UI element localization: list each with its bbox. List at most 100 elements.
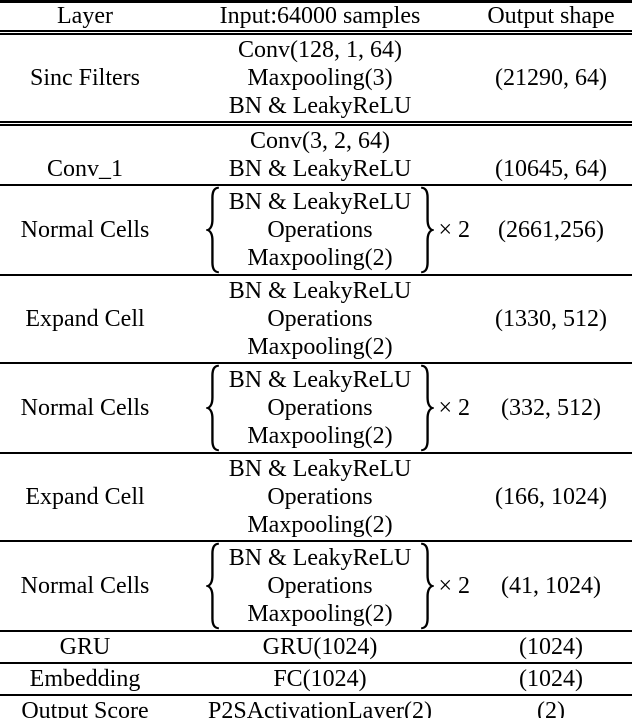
layer-cell: Conv_1: [0, 121, 170, 185]
output-value: (2661,256): [498, 217, 604, 243]
output-cell: (21290, 64): [470, 30, 632, 124]
layer-cell: Normal Cells: [0, 184, 170, 275]
op-line: BN & LeakyReLU: [228, 156, 412, 182]
output-value: (166, 1024): [495, 484, 607, 510]
layer-cell: Sinc Filters: [0, 30, 170, 124]
table-header: Layer Input:64000 samples Output shape: [0, 2, 632, 33]
layer-cell: Expand Cell: [0, 452, 170, 541]
output-cell: (332, 512): [470, 362, 632, 453]
repeat-label: × 2: [438, 395, 470, 421]
op-line: BN & LeakyReLU: [228, 545, 412, 571]
ops-lines: Conv(3, 2, 64)BN & LeakyReLU: [223, 126, 418, 184]
output-value: (21290, 64): [495, 65, 607, 91]
ops-cell: GRU(1024): [170, 630, 470, 663]
op-line: Operations: [267, 484, 373, 510]
output-cell: (2): [470, 694, 632, 718]
header-output-shape: Output shape: [487, 3, 615, 29]
output-value: (1330, 512): [495, 306, 607, 332]
op-line: Operations: [267, 217, 373, 243]
layer-label: Sinc Filters: [29, 65, 140, 91]
op-line: BN & LeakyReLU: [228, 93, 412, 119]
repeat-label: × 2: [438, 573, 470, 599]
ops-group: P2SActivationLayer(2): [170, 696, 470, 718]
output-value: (332, 512): [501, 395, 601, 421]
op-line: Conv(3, 2, 64): [250, 128, 390, 154]
output-value: (1024): [519, 666, 583, 692]
ops-lines: FC(1024): [267, 664, 372, 694]
ops-lines: P2SActivationLayer(2): [202, 696, 438, 718]
op-line: BN & LeakyReLU: [228, 189, 412, 215]
op-line: BN & LeakyReLU: [228, 367, 412, 393]
op-line: Maxpooling(2): [247, 423, 393, 449]
ops-cell: Conv(128, 1, 64)Maxpooling(3)BN & LeakyR…: [170, 30, 470, 124]
op-line: BN & LeakyReLU: [228, 278, 412, 304]
op-line: Maxpooling(3): [247, 65, 393, 91]
layer-cell: Normal Cells: [0, 362, 170, 453]
op-line: Maxpooling(2): [247, 245, 393, 271]
layer-label: Normal Cells: [20, 395, 150, 421]
op-line: Operations: [267, 395, 373, 421]
output-cell: (41, 1024): [470, 540, 632, 631]
layer-label: Conv_1: [46, 156, 123, 182]
header-input: Input:64000 samples: [219, 3, 421, 29]
ops-group: FC(1024): [170, 664, 470, 694]
layer-cell: Output Score: [0, 694, 170, 718]
table-row: Sinc Filters Conv(128, 1, 64)Maxpooling(…: [0, 30, 632, 124]
right-brace-icon: [421, 364, 434, 452]
output-cell: (1024): [470, 630, 632, 663]
op-line: FC(1024): [273, 666, 367, 692]
layer-label: GRU: [59, 634, 111, 660]
output-value: (1024): [519, 634, 583, 660]
table-row: Embedding FC(1024) (1024): [0, 662, 632, 695]
ops-group: Conv(3, 2, 64)BN & LeakyReLU: [170, 126, 470, 184]
header-layer: Layer: [57, 3, 113, 29]
table-row: Output Score P2SActivationLayer(2) (2): [0, 694, 632, 718]
right-brace-icon: [421, 186, 434, 274]
layer-label: Embedding: [29, 666, 141, 692]
op-line: GRU(1024): [262, 634, 378, 660]
layer-label: Expand Cell: [25, 306, 145, 332]
layer-label: Expand Cell: [25, 484, 145, 510]
op-line: Maxpooling(2): [247, 334, 393, 360]
ops-lines: Conv(128, 1, 64)Maxpooling(3)BN & LeakyR…: [223, 35, 418, 121]
ops-cell: P2SActivationLayer(2): [170, 694, 470, 718]
table-row: Conv_1 Conv(3, 2, 64)BN & LeakyReLU (106…: [0, 121, 632, 185]
op-line: P2SActivationLayer(2): [208, 698, 432, 718]
ops-group: Conv(128, 1, 64)Maxpooling(3)BN & LeakyR…: [170, 35, 470, 121]
layer-cell: Normal Cells: [0, 540, 170, 631]
ops-cell: Conv(3, 2, 64)BN & LeakyReLU: [170, 121, 470, 185]
table-body: Sinc Filters Conv(128, 1, 64)Maxpooling(…: [0, 30, 632, 718]
left-brace-icon: [206, 186, 219, 274]
output-value: (41, 1024): [501, 573, 601, 599]
output-value: (10645, 64): [495, 156, 607, 182]
output-cell: (1024): [470, 662, 632, 695]
output-cell: (2661,256): [470, 184, 632, 275]
output-cell: (166, 1024): [470, 452, 632, 541]
ops-lines: GRU(1024): [257, 632, 384, 662]
layer-label: Normal Cells: [20, 217, 150, 243]
op-line: Operations: [267, 306, 373, 332]
left-brace-icon: [206, 364, 219, 452]
ops-group: GRU(1024): [170, 632, 470, 662]
output-value: (2): [537, 698, 565, 718]
op-line: Operations: [267, 573, 373, 599]
left-brace-icon: [206, 542, 219, 630]
op-line: Conv(128, 1, 64): [238, 37, 402, 63]
